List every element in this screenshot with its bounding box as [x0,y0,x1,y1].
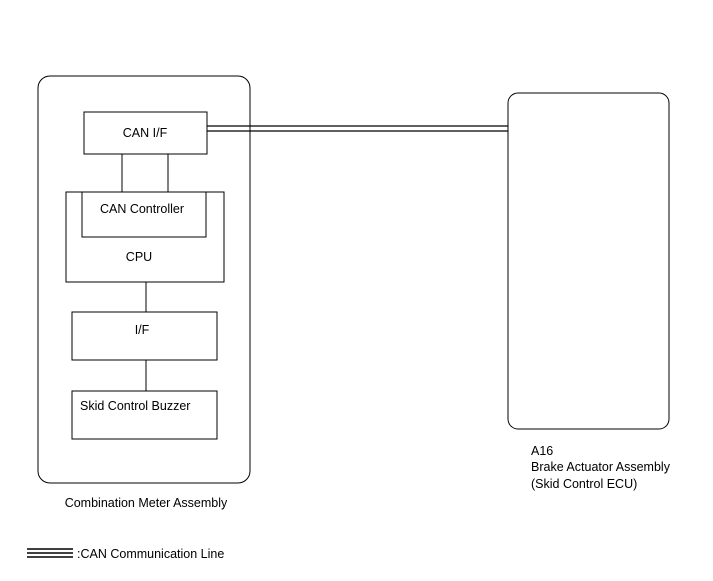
if-label: I/F [135,323,150,337]
can-communication-line [207,125,508,132]
can-if-label: CAN I/F [123,126,168,140]
brake-actuator-ecu-label: (Skid Control ECU) [531,477,637,491]
legend-can-line-label: :CAN Communication Line [77,547,224,561]
combination-meter-caption: Combination Meter Assembly [65,496,228,510]
can-controller-label: CAN Controller [100,202,184,216]
brake-actuator-name: Brake Actuator Assembly [531,460,671,474]
skid-control-buzzer-box [71,390,218,440]
skid-control-buzzer-label: Skid Control Buzzer [80,399,190,413]
cpu-label: CPU [126,250,152,264]
if-box [71,311,218,361]
can-controller-box [81,191,207,238]
can-if-box [83,111,208,155]
brake-actuator-connector-id: A16 [531,444,553,458]
legend-can-line-symbol [27,548,73,558]
brake-actuator-frame [507,92,670,430]
